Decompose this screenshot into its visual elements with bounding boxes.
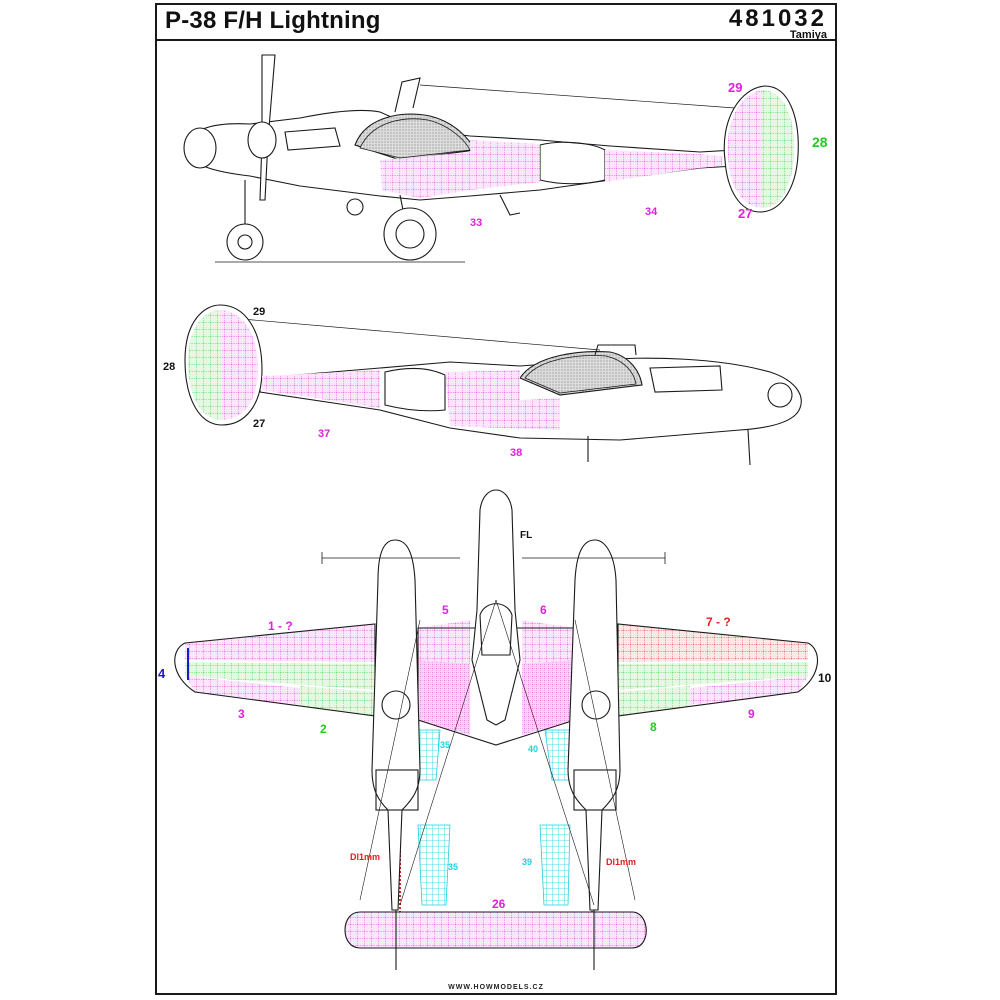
label-40: 40 [528,744,538,754]
label-33: 33 [470,217,482,229]
kit-brand: Tamiya [789,29,827,41]
label-29-top: 29 [728,80,742,95]
drawing-frame: P-38 F/H Lightning 481032 Tamiya WWW.HOW… [155,3,837,995]
label-28-bottom: 28 [163,361,175,373]
label-38: 38 [510,447,522,459]
header-bar: P-38 F/H Lightning 481032 Tamiya [157,5,835,41]
page-title: P-38 F/H Lightning [165,7,381,34]
label-5: 5 [442,603,449,617]
label-dl-right: Dl1mm [606,857,636,867]
label-27-bottom: 27 [253,418,265,430]
label-28-top: 28 [812,134,828,150]
label-29-bottom: 29 [253,306,265,318]
plan-view-masks [185,520,808,949]
side-view-left-labels: 29 28 27 33 34 [470,80,828,229]
label-dl-left: Dl1mm [350,852,380,862]
label-8: 8 [650,720,657,734]
label-6: 6 [540,603,547,617]
footer-site: WWW.HOWMODELS.CZ [448,984,544,991]
label-37: 37 [318,428,330,440]
label-2: 2 [320,722,327,736]
label-34: 34 [645,206,658,218]
label-7: 7 - ? [706,615,731,629]
label-fl: FL [520,530,532,541]
product-code: 481032 [728,5,827,32]
label-9: 9 [748,707,755,721]
label-1: 1 - ? [268,619,293,633]
label-35-upper: 35 [440,740,450,750]
label-26: 26 [492,897,506,911]
plan-view-labels: FL 1 - ? 5 6 7 - ? 4 10 3 2 8 9 35 40 Dl… [158,530,832,911]
label-35-lower: 35 [448,862,458,872]
label-39: 39 [522,857,532,867]
side-view-right-masks [188,310,637,430]
label-10: 10 [818,671,832,685]
label-27-top: 27 [738,206,752,221]
side-view-left-masks [359,90,795,208]
plan-view-outline [174,489,819,970]
label-4: 4 [158,666,166,681]
label-3: 3 [238,707,245,721]
side-view-right-labels: 29 28 27 37 38 [163,306,522,459]
